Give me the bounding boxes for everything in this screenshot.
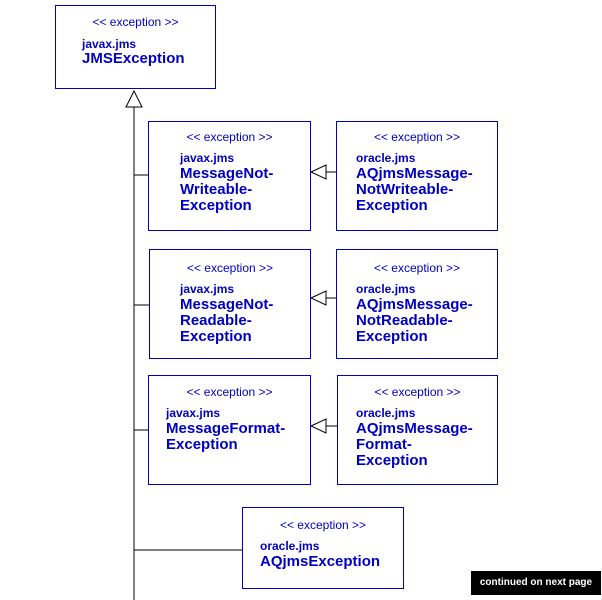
box-message-not-writeable-exception: << exception >> javax.jms MessageNot- Wr…: [148, 121, 311, 231]
box-aqjms-message-not-writeable-exception: << exception >> oracle.jms AQjmsMessage-…: [336, 121, 498, 231]
inheritance-arrowhead-jmsexception: [125, 89, 143, 108]
stereotype-label: << exception >>: [373, 261, 461, 275]
box-jms-exception: << exception >> javax.jms JMSException: [55, 5, 216, 89]
class-name: MessageNot- Readable- Exception: [180, 296, 274, 345]
stereotype-label: << exception >>: [186, 385, 273, 399]
stereotype-label: << exception >>: [186, 130, 273, 144]
box-aqjms-message-not-readable-exception: << exception >> oracle.jms AQjmsMessage-…: [336, 249, 498, 359]
package-label: javax.jms: [82, 37, 137, 51]
class-name: AQjmsMessage- Format- Exception: [356, 420, 473, 469]
arrowhead-format: [309, 418, 327, 434]
package-label: oracle.jms: [356, 282, 416, 296]
box-aqjms-exception: << exception >> oracle.jms AQjmsExceptio…: [242, 507, 404, 589]
stereotype-label: << exception >>: [373, 130, 461, 144]
class-name: MessageNot- Writeable- Exception: [180, 165, 274, 214]
stereotype-label: << exception >>: [279, 518, 367, 532]
class-name: JMSException: [82, 50, 185, 67]
stereotype-label: << exception >>: [186, 261, 274, 275]
class-name: AQjmsException: [260, 553, 381, 570]
continued-on-next-page-label: continued on next page: [471, 571, 601, 595]
class-name: MessageFormat- Exception: [166, 420, 286, 453]
box-message-not-readable-exception: << exception >> javax.jms MessageNot- Re…: [149, 249, 311, 359]
class-name: AQjmsMessage- NotReadable- Exception: [356, 296, 473, 345]
package-label: javax.jms: [180, 282, 235, 296]
package-label: oracle.jms: [356, 406, 416, 420]
stereotype-label: << exception >>: [374, 385, 461, 399]
box-aqjms-message-format-exception: << exception >> oracle.jms AQjmsMessage-…: [337, 375, 498, 485]
package-label: javax.jms: [180, 151, 235, 165]
stereotype-label: << exception >>: [92, 15, 179, 29]
arrowhead-not-writeable: [309, 164, 327, 180]
box-message-format-exception: << exception >> javax.jms MessageFormat-…: [148, 375, 311, 485]
arrowhead-not-readable: [309, 290, 327, 306]
package-label: javax.jms: [166, 406, 221, 420]
class-name: AQjmsMessage- NotWriteable- Exception: [356, 165, 473, 214]
package-label: oracle.jms: [356, 151, 416, 165]
package-label: oracle.jms: [260, 539, 320, 553]
